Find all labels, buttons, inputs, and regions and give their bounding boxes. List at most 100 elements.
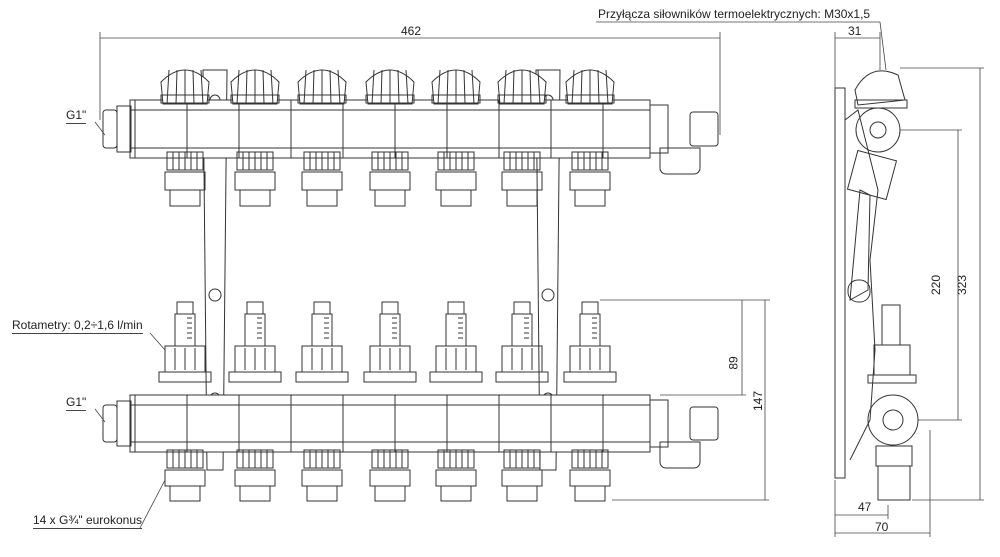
side-rotameter bbox=[881, 304, 901, 346]
outlet-end bbox=[574, 485, 606, 502]
cap-rib bbox=[397, 69, 400, 105]
side-connector bbox=[849, 189, 871, 301]
outlet-end bbox=[574, 189, 606, 207]
eurokonus-outlet bbox=[501, 171, 543, 191]
side-back-plate bbox=[834, 87, 846, 479]
cap-rib bbox=[166, 69, 170, 105]
dim-total-height: 323 bbox=[955, 274, 970, 296]
cap-rib bbox=[512, 69, 515, 105]
cap-rib bbox=[312, 69, 315, 105]
g1-connector bbox=[102, 404, 118, 443]
eurokonus-outlet bbox=[569, 171, 611, 191]
bracket-hole bbox=[208, 288, 222, 302]
eurokonus-outlet bbox=[435, 469, 477, 487]
cap-ring bbox=[565, 94, 615, 104]
cap-ring bbox=[230, 94, 280, 104]
rotameter-cap bbox=[581, 301, 599, 315]
eurokonus-outlet bbox=[369, 171, 411, 191]
g1-nut bbox=[116, 400, 132, 447]
outlet-end bbox=[239, 485, 271, 502]
eurokonus-outlet bbox=[234, 469, 276, 487]
eurokonus-outlet bbox=[435, 171, 477, 191]
side-top-bore bbox=[869, 121, 887, 139]
rotameter-ring bbox=[363, 371, 417, 383]
outlet-end bbox=[506, 189, 538, 207]
rotameter-cap bbox=[513, 301, 531, 315]
cap-rib bbox=[580, 69, 583, 105]
supply-top-label: G1" bbox=[66, 108, 87, 124]
dimension-lines bbox=[94, 21, 984, 537]
rotameters-label: Rotametry: 0,2÷1,6 l/min bbox=[12, 318, 143, 334]
rotameter-ring bbox=[158, 371, 212, 383]
cap-ring bbox=[365, 94, 415, 104]
cap-rib bbox=[371, 69, 375, 105]
outlet-end bbox=[506, 485, 538, 502]
outlet-end bbox=[374, 189, 406, 207]
cap-rib bbox=[337, 69, 341, 105]
cap-rib bbox=[605, 69, 609, 105]
cap-rib bbox=[471, 69, 475, 105]
cap-rib bbox=[200, 69, 204, 105]
outlet-end bbox=[169, 189, 201, 207]
side-view bbox=[834, 70, 919, 501]
outlet-end bbox=[306, 485, 338, 502]
eurokonus-outlet bbox=[164, 469, 206, 487]
leader-line bbox=[94, 121, 106, 136]
rotameter-cap bbox=[313, 301, 331, 315]
outlet-end bbox=[306, 189, 338, 207]
rotameter-cap bbox=[176, 301, 194, 315]
leader-line bbox=[149, 332, 166, 351]
side-bottom-outlet bbox=[877, 465, 911, 501]
rotameter-ring bbox=[495, 371, 549, 383]
cap-rib bbox=[329, 69, 332, 105]
side-bottom-nut bbox=[875, 445, 913, 467]
dim-depth-axis: 47 bbox=[858, 500, 872, 514]
rotameter-ring bbox=[429, 371, 483, 383]
rotameter-tube bbox=[311, 313, 333, 347]
rotameter-cap bbox=[381, 301, 399, 315]
eurokonus-outlet bbox=[569, 469, 611, 487]
cap-rib bbox=[262, 69, 265, 105]
rotameter-tube bbox=[174, 313, 196, 347]
rotameter-cap bbox=[246, 301, 264, 315]
manifold-bar bbox=[129, 394, 651, 453]
cap-ring bbox=[431, 94, 481, 104]
cap-rib bbox=[463, 69, 466, 105]
supply-bottom-label: G1" bbox=[66, 395, 87, 411]
side-rotameter-ring bbox=[867, 374, 917, 384]
g1-nut bbox=[116, 105, 132, 153]
cap-rib bbox=[380, 69, 383, 105]
rotameter-tube bbox=[379, 313, 401, 347]
rotameter-tube bbox=[445, 313, 467, 347]
bracket-hole bbox=[541, 288, 555, 302]
side-valve-cap bbox=[854, 70, 906, 106]
eurokonus-outlet bbox=[164, 171, 206, 191]
cap-rib bbox=[192, 69, 195, 105]
dim-bar-spacing: 220 bbox=[929, 274, 944, 296]
cap-rib bbox=[537, 69, 541, 105]
eurokonus-outlet bbox=[234, 171, 276, 191]
rotameter-tube bbox=[511, 313, 533, 347]
rotameter-tube bbox=[579, 313, 601, 347]
cap-rib bbox=[529, 69, 532, 105]
leader-line bbox=[139, 479, 166, 529]
cap-rib bbox=[571, 69, 575, 105]
end-piece bbox=[649, 399, 669, 448]
dim-total-width: 462 bbox=[401, 24, 422, 38]
cap-ring bbox=[160, 94, 210, 104]
mounting-bracket bbox=[535, 69, 561, 471]
rotameter-ring bbox=[295, 371, 349, 383]
air-vent bbox=[689, 406, 719, 441]
outlet-end bbox=[169, 485, 201, 502]
mounting-bracket bbox=[202, 69, 228, 471]
cap-rib bbox=[245, 69, 248, 105]
outlets-label: 14 x G¾" eurokonus bbox=[33, 513, 142, 529]
cap-ring bbox=[497, 94, 547, 104]
side-top-outlet bbox=[846, 149, 898, 201]
rotameter-ring bbox=[563, 371, 617, 383]
manifold-bar bbox=[129, 99, 651, 159]
outlet-end bbox=[440, 189, 472, 207]
outlet-end bbox=[239, 189, 271, 207]
leader-line bbox=[879, 21, 887, 71]
cap-ring bbox=[297, 94, 347, 104]
